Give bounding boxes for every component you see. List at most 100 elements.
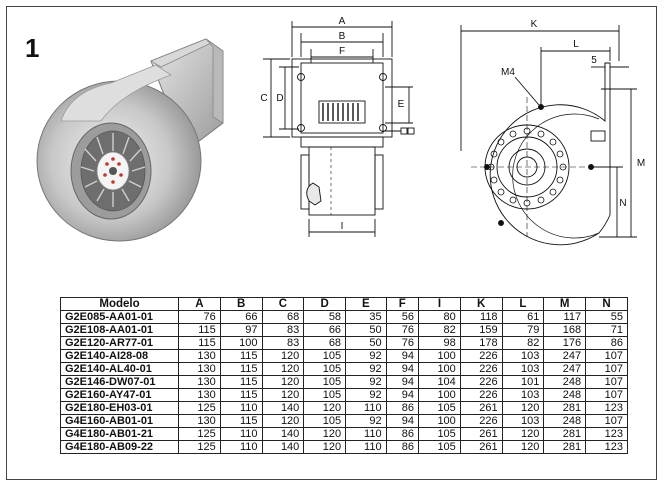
cell-i: 100: [418, 388, 461, 402]
cell-c: 68: [261, 310, 305, 324]
cell-l: 103: [501, 414, 545, 428]
cell-model: G2E085-AA01-01: [60, 310, 179, 324]
cell-f: 94: [385, 388, 420, 402]
cell-d: 105: [303, 362, 347, 376]
cell-k: 226: [459, 375, 503, 389]
col-header-m: M: [543, 297, 587, 311]
col-header-n: N: [585, 297, 628, 311]
cell-c: 140: [261, 440, 305, 454]
cell-c: 83: [261, 336, 305, 350]
cell-m: 281: [543, 440, 587, 454]
product-sheet: 1: [6, 6, 657, 480]
cell-e: 50: [345, 323, 387, 337]
cell-m: 248: [543, 375, 587, 389]
cell-l: 120: [501, 401, 545, 415]
cell-e: 92: [345, 349, 387, 363]
col-header-c: C: [261, 297, 305, 311]
cell-a: 130: [178, 414, 221, 428]
cell-n: 123: [585, 427, 628, 441]
cell-i: 105: [418, 440, 461, 454]
figure-number: 1: [25, 33, 40, 63]
cell-b: 115: [219, 349, 263, 363]
cell-a: 130: [178, 349, 221, 363]
cell-a: 130: [178, 362, 221, 376]
cell-b: 110: [219, 427, 263, 441]
cell-m: 281: [543, 427, 587, 441]
cell-d: 120: [303, 401, 347, 415]
cell-k: 159: [459, 323, 503, 337]
cell-model: G2E140-AI28-08: [60, 349, 179, 363]
cell-b: 100: [219, 336, 263, 350]
cell-b: 115: [219, 375, 263, 389]
cell-l: 79: [501, 323, 545, 337]
cell-model: G2E120-AR77-01: [60, 336, 179, 350]
technical-drawings: A B F C D E I: [36, 16, 645, 246]
col-header-b: B: [219, 297, 263, 311]
cell-model: G4E180-AB09-22: [60, 440, 179, 454]
cell-d: 105: [303, 349, 347, 363]
cell-e: 35: [345, 310, 387, 324]
cell-n: 107: [585, 362, 628, 376]
dim-label-i: I: [341, 221, 344, 232]
cell-b: 97: [219, 323, 263, 337]
blower-photo: [36, 38, 224, 242]
cell-b: 115: [219, 414, 263, 428]
cell-n: 107: [585, 375, 628, 389]
cell-l: 120: [501, 427, 545, 441]
cell-e: 110: [345, 440, 387, 454]
dim-label-a: A: [339, 16, 346, 27]
cell-a: 115: [178, 336, 221, 350]
dim-label-n: N: [619, 198, 626, 209]
col-header-a: A: [178, 297, 221, 311]
cell-i: 80: [418, 310, 461, 324]
cell-e: 92: [345, 388, 387, 402]
cell-f: 94: [385, 414, 420, 428]
cell-l: 82: [501, 336, 545, 350]
cell-k: 226: [459, 362, 503, 376]
cell-k: 226: [459, 388, 503, 402]
dim-label-5: 5: [591, 55, 597, 66]
cell-b: 66: [219, 310, 263, 324]
cell-d: 66: [303, 323, 347, 337]
cell-e: 92: [345, 362, 387, 376]
cell-f: 76: [385, 336, 420, 350]
col-header-i: I: [418, 297, 461, 311]
cell-m: 247: [543, 349, 587, 363]
cell-a: 125: [178, 440, 221, 454]
cell-b: 115: [219, 388, 263, 402]
cell-f: 94: [385, 349, 420, 363]
table-header-row: Modelo A B C D E F I K L M N: [60, 297, 628, 311]
cell-model: G2E108-AA01-01: [60, 323, 179, 337]
dim-label-f: F: [339, 46, 345, 57]
dim-label-d: D: [276, 93, 283, 104]
cell-f: 56: [385, 310, 420, 324]
cell-d: 105: [303, 414, 347, 428]
cell-l: 61: [501, 310, 545, 324]
cell-m: 176: [543, 336, 587, 350]
cell-f: 94: [385, 362, 420, 376]
side-view-drawing: [263, 21, 415, 237]
col-header-k: K: [459, 297, 503, 311]
dim-label-m4: M4: [501, 67, 515, 78]
cell-a: 125: [178, 401, 221, 415]
cell-i: 105: [418, 427, 461, 441]
cell-k: 261: [459, 401, 503, 415]
cell-model: G4E180-AB01-21: [60, 427, 179, 441]
cell-b: 115: [219, 362, 263, 376]
cell-f: 86: [385, 427, 420, 441]
cell-d: 68: [303, 336, 347, 350]
cell-k: 118: [459, 310, 503, 324]
cell-c: 120: [261, 375, 305, 389]
col-header-l: L: [501, 297, 545, 311]
cell-model: G2E160-AY47-01: [60, 388, 179, 402]
cell-f: 94: [385, 375, 420, 389]
cell-f: 86: [385, 440, 420, 454]
cell-n: 55: [585, 310, 628, 324]
cell-i: 104: [418, 375, 461, 389]
